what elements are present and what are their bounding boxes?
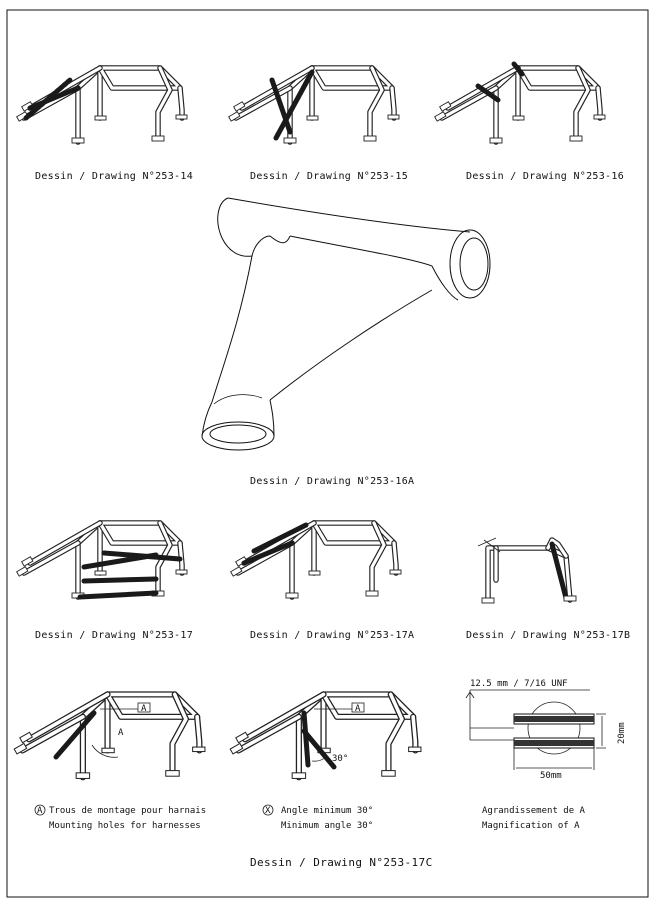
cage-253-17B xyxy=(477,537,577,604)
angle-marker: X xyxy=(265,806,271,816)
note-magnification: Agrandissement de A Magnification of A xyxy=(482,806,586,831)
gusset-tube-junction-253-16A xyxy=(201,197,491,451)
angle-note-en: Minimum angle 30° xyxy=(281,821,373,831)
hole-callout-a: A xyxy=(141,704,147,714)
caption-253-17B: Dessin / Drawing N°253-17B xyxy=(466,630,630,641)
holes-note-fr: Trous de montage pour harnais xyxy=(49,806,206,816)
cage-253-17C-holes: A A xyxy=(14,694,205,778)
height-dimension: 20mm xyxy=(617,722,627,744)
cage-253-17 xyxy=(17,523,187,598)
cage-253-15 xyxy=(229,68,399,143)
cage-253-17C-angle: A 30° xyxy=(230,694,421,778)
caption-253-17: Dessin / Drawing N°253-17 xyxy=(35,630,193,641)
thread-dimension: 12.5 mm / 7/16 UNF xyxy=(470,679,568,689)
page-border xyxy=(6,9,649,898)
caption-253-16A: Dessin / Drawing N°253-16A xyxy=(250,476,414,487)
holes-marker: A xyxy=(37,806,43,816)
caption-253-17A: Dessin / Drawing N°253-17A xyxy=(250,630,414,641)
caption-253-15: Dessin / Drawing N°253-15 xyxy=(250,171,408,182)
cage-253-16 xyxy=(435,61,605,143)
angle-callout-a: A xyxy=(355,704,361,714)
magnification-detail: 12.5 mm / 7/16 UNF 50mm 20mm xyxy=(465,679,627,781)
caption-253-14: Dessin / Drawing N°253-14 xyxy=(35,171,193,182)
caption-253-16: Dessin / Drawing N°253-16 xyxy=(466,171,624,182)
length-dimension: 50mm xyxy=(540,771,562,781)
holes-note-en: Mounting holes for harnesses xyxy=(49,821,201,831)
caption-253-17C: Dessin / Drawing N°253-17C xyxy=(250,856,433,869)
magnification-note-fr: Agrandissement de A xyxy=(482,806,586,816)
cage-253-17A xyxy=(231,523,401,598)
note-angle: X Angle minimum 30° Minimum angle 30° xyxy=(262,804,373,831)
angle-callout-30: 30° xyxy=(332,754,348,764)
magnification-note-en: Magnification of A xyxy=(482,821,580,831)
angle-note-fr: Angle minimum 30° xyxy=(281,806,373,816)
note-holes: A Trous de montage pour harnais Mounting… xyxy=(34,804,206,831)
cage-253-14 xyxy=(17,68,187,143)
hole-callout-a-2: A xyxy=(118,728,124,738)
